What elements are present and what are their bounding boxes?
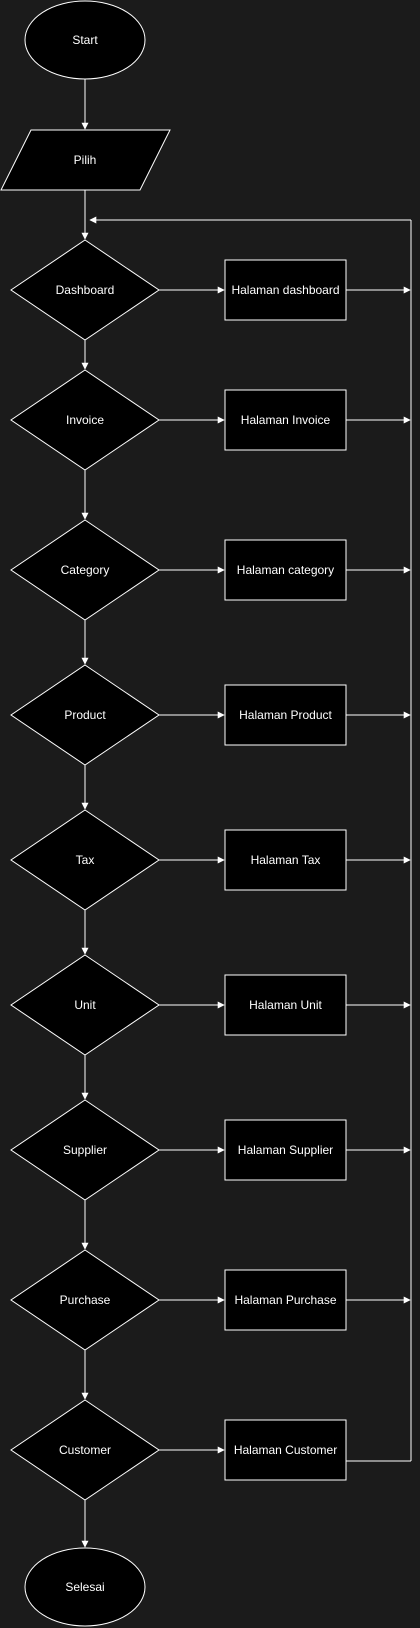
start-label: Start (72, 33, 98, 47)
page-label-purchase: Halaman Purchase (234, 1293, 336, 1307)
page-label-supplier: Halaman Supplier (238, 1143, 333, 1157)
decision-label-tax: Tax (76, 853, 95, 867)
decision-label-purchase: Purchase (60, 1293, 111, 1307)
decision-row-category: Category Halaman category (10, 519, 411, 665)
page-label-dashboard: Halaman dashboard (231, 283, 339, 297)
decision-row-invoice: Invoice Halaman Invoice (10, 369, 411, 520)
page-box-product (224, 684, 347, 746)
page-box-purchase (224, 1269, 347, 1331)
page-box-customer (224, 1419, 347, 1481)
page-label-category: Halaman category (237, 563, 334, 577)
decision-row-purchase: Purchase Halaman Purchase (10, 1249, 411, 1400)
page-box-invoice (224, 389, 347, 451)
page-label-invoice: Halaman Invoice (241, 413, 331, 427)
decision-label-product: Product (64, 708, 106, 722)
input-label: Pilih (74, 153, 97, 167)
decision-row-tax: Tax Halaman Tax (10, 809, 411, 955)
decision-row-unit: Unit Halaman Unit (10, 954, 411, 1100)
decision-row-product: Product Halaman Product (10, 664, 411, 810)
end-node: Selesai (24, 1547, 146, 1627)
decision-label-supplier: Supplier (63, 1143, 107, 1157)
decision-row-dashboard: Dashboard Halaman dashboard (10, 239, 411, 370)
page-label-product: Halaman Product (239, 708, 332, 722)
decision-label-invoice: Invoice (66, 413, 104, 427)
decision-label-customer: Customer (59, 1443, 111, 1457)
page-box-tax (224, 829, 347, 891)
end-label: Selesai (65, 1580, 104, 1594)
page-box-supplier (224, 1119, 347, 1181)
start-node: Start (24, 0, 146, 80)
page-label-customer: Halaman Customer (234, 1443, 337, 1457)
decision-row-customer: Customer Halaman Customer (10, 1399, 411, 1548)
decision-label-unit: Unit (74, 998, 96, 1012)
decision-label-dashboard: Dashboard (56, 283, 115, 297)
decision-label-category: Category (61, 563, 110, 577)
page-box-dashboard (224, 259, 347, 321)
input-node: Pilih (0, 129, 171, 191)
page-label-tax: Halaman Tax (251, 853, 321, 867)
page-label-unit: Halaman Unit (249, 998, 322, 1012)
decision-row-supplier: Supplier Halaman Supplier (10, 1099, 411, 1250)
page-box-category (224, 539, 347, 601)
page-box-unit (224, 974, 347, 1036)
